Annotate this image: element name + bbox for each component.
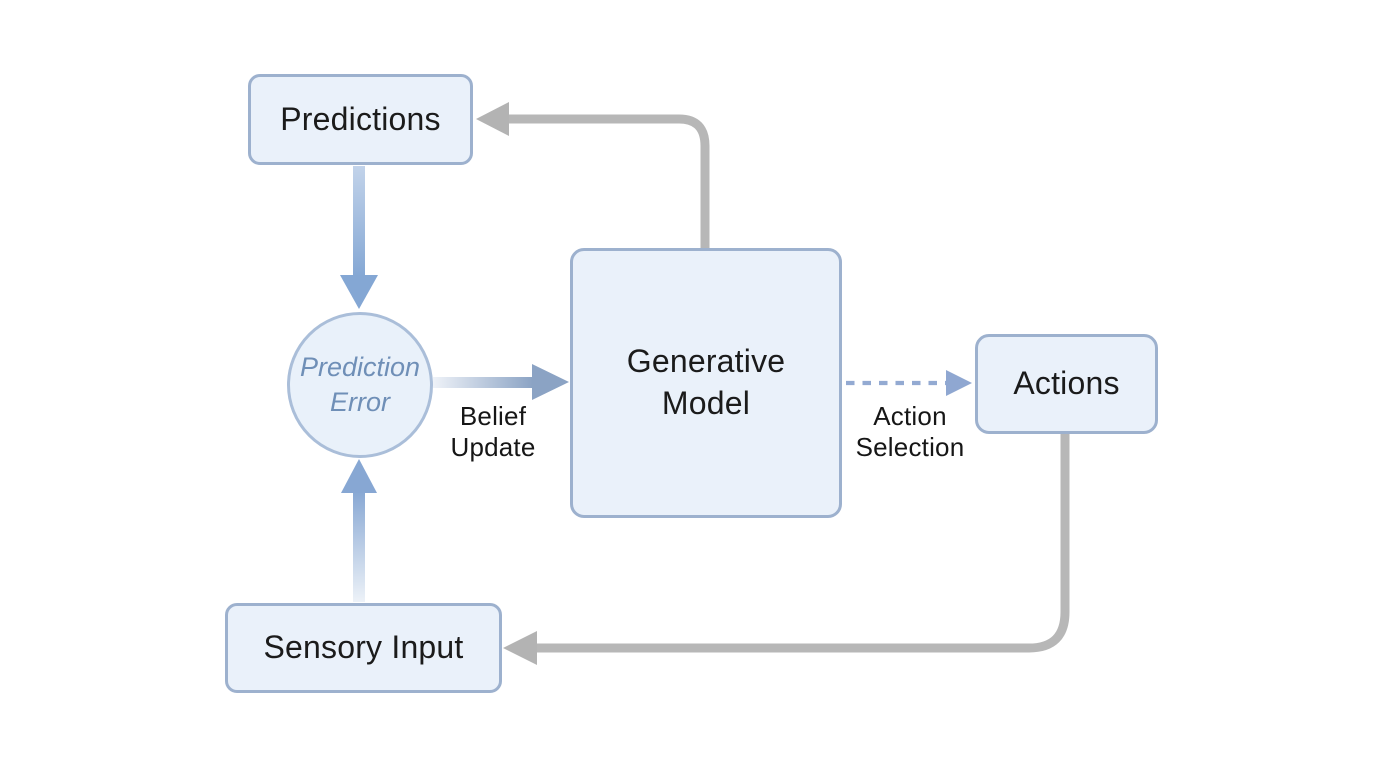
node-sensory-input-label: Sensory Input: [263, 629, 464, 666]
node-sensory-input: Sensory Input: [225, 603, 502, 693]
node-prediction-error: Prediction Error: [287, 312, 433, 458]
arrow-sensory-to-error: [341, 459, 377, 602]
arrow-predictions-to-error: [340, 166, 378, 309]
arrow-error-to-generative: [433, 364, 569, 400]
edge-label-belief-update: Belief Update: [450, 401, 536, 462]
arrow-generative-to-actions-dashed: [846, 370, 972, 396]
node-predictions-label: Predictions: [280, 100, 441, 137]
arrow-generative-to-predictions: [476, 102, 710, 249]
node-predictions: Predictions: [248, 74, 473, 165]
node-actions-label: Actions: [1013, 365, 1120, 402]
node-generative-model-label: Generative Model: [626, 343, 786, 421]
node-actions: Actions: [975, 334, 1158, 434]
edge-label-action-selection: Action Selection: [855, 401, 965, 462]
node-prediction-error-label: Prediction Error: [299, 351, 421, 417]
node-generative-model: Generative Model: [570, 248, 842, 518]
